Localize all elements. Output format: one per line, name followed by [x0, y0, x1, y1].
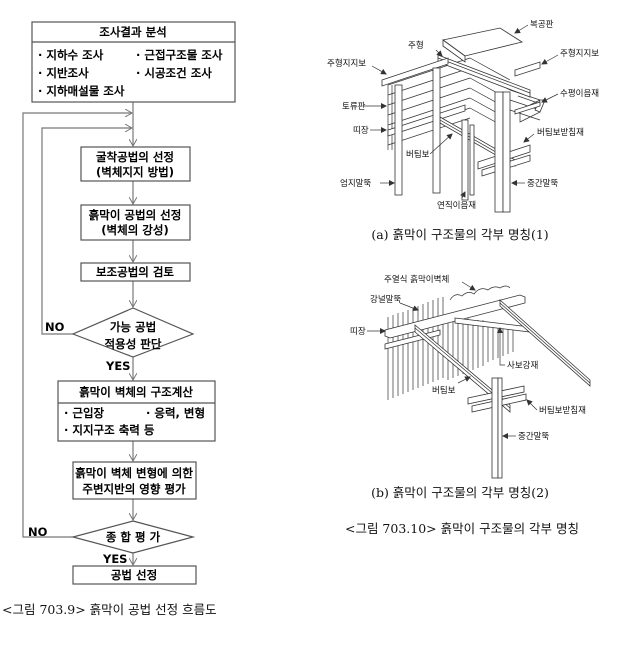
label-diagonal-brace: 사보강재: [507, 360, 538, 371]
label-strut-bracket-b: 버팀보받침재: [539, 405, 586, 416]
label-main-beam-support: 주형지지보: [327, 59, 366, 69]
no-label: NO: [28, 525, 48, 539]
retaining-method-box: 흙막이 공법의 선정 (벽체의 강성): [80, 204, 191, 241]
flowchart-caption: <그림 703.9> 흙막이 공법 선정 흐름도: [2, 602, 217, 617]
label-deck: 복공판: [530, 20, 554, 30]
label-strut-b: 버팀보: [432, 385, 456, 396]
structural-calc-box: 흙막이 벽체의 구조계산 · 근입장 · 응력, 변형 · 지지구조 축력 등: [57, 380, 216, 442]
excavation-method-box: 굴착공법의 선정 (벽체지지 방법): [80, 146, 191, 182]
figure-a-drawing: [381, 27, 546, 213]
label-lagging: 토류판: [342, 102, 366, 112]
influence-evaluation-box: 흙막이 벽체 변형에 의한 주변지반의 영향 평가: [72, 461, 197, 500]
structural-calc-item: · 지지구조 축력 등: [64, 423, 155, 437]
figure-b-caption: (b) 흙막이 구조물의 각부 명칭(2): [371, 485, 549, 500]
box-text: 주변지반의 영향 평가: [82, 482, 186, 496]
overall-decision: 종 합 평 가: [70, 520, 196, 554]
no-label: NO: [45, 320, 65, 334]
loop-back-applicability: [41, 128, 132, 335]
label-vertical-joint: 연직이음재: [437, 200, 476, 211]
yes-label: YES: [105, 359, 130, 373]
figure-b-labels: 주열식 흙막이벽체 강널말뚝 띠장 사보강재 버팀보 버팀보받침재 중간말뚝: [350, 274, 586, 442]
final-selection-box: 공법 선정: [72, 565, 197, 585]
label-strut: 버팀보: [406, 149, 430, 160]
analysis-item: · 지하매설물 조사: [38, 84, 125, 98]
box-text: 흙막이 공법의 선정: [89, 208, 182, 222]
figure-a-labels: 복공판 주형 주형지지보 주형지지보 수평이음재 토류판 띠장 버팀보 버팀보받…: [327, 20, 599, 211]
decision-text: 종 합 평 가: [106, 530, 161, 544]
box-text: (벽체의 강성): [101, 223, 168, 237]
analysis-item: · 지반조사: [38, 66, 89, 80]
analysis-box: 조사결과 분석 · 지하수 조사 · 근접구조물 조사 · 지반조사 · 시공조…: [31, 21, 236, 103]
label-middle-pile-b: 중간말뚝: [518, 431, 549, 442]
structural-calc-title: 흙막이 벽체의 구조계산: [79, 385, 193, 399]
box-text: 공법 선정: [111, 568, 157, 582]
label-soldier-pile: 엄지말뚝: [340, 178, 371, 189]
loop-back-overall: [22, 113, 132, 538]
label-middle-pile: 중간말뚝: [527, 178, 558, 189]
label-wale-b: 띠장: [350, 326, 366, 337]
analysis-item: · 지하수 조사: [38, 48, 104, 62]
label-wale: 띠장: [353, 125, 369, 136]
box-text: 굴착공법의 선정: [96, 150, 174, 164]
decision-text: 가능 공법: [110, 320, 156, 334]
yes-label: YES: [102, 552, 127, 566]
label-strut-bracket: 버팀보받침재: [537, 127, 584, 138]
analysis-item: · 시공조건 조사: [136, 66, 212, 80]
box-text: 흙막이 벽체 변형에 의한: [75, 466, 193, 480]
analysis-item: · 근접구조물 조사: [136, 48, 223, 62]
figure-b-drawing: [384, 285, 591, 479]
flowchart: 조사결과 분석 · 지하수 조사 · 근접구조물 조사 · 지반조사 · 시공조…: [2, 21, 236, 617]
structural-calc-item: · 근입장: [64, 406, 105, 420]
label-horizontal-joint: 수평이음재: [560, 88, 599, 99]
figure-a-caption: (a) 흙막이 구조물의 각부 명칭(1): [371, 227, 548, 242]
structural-calc-item: · 응력, 변형: [146, 406, 205, 420]
box-text: (벽체지지 방법): [96, 165, 174, 179]
label-cip-wall: 주열식 흙막이벽체: [384, 274, 449, 285]
figure-caption: <그림 703.10> 흙막이 구조물의 각부 명칭: [345, 521, 579, 536]
label-main-beam-support: 주형지지보: [560, 49, 599, 59]
label-sheet-pile: 강널말뚝: [370, 294, 401, 305]
auxiliary-method-box: 보조공법의 검토: [80, 262, 191, 282]
analysis-title: 조사결과 분석: [99, 25, 166, 39]
box-text: 보조공법의 검토: [96, 265, 174, 279]
decision-text: 적용성 판단: [105, 337, 162, 351]
label-main-beam: 주형: [408, 41, 424, 51]
applicability-decision: 가능 공법 적용성 판단: [71, 307, 195, 358]
